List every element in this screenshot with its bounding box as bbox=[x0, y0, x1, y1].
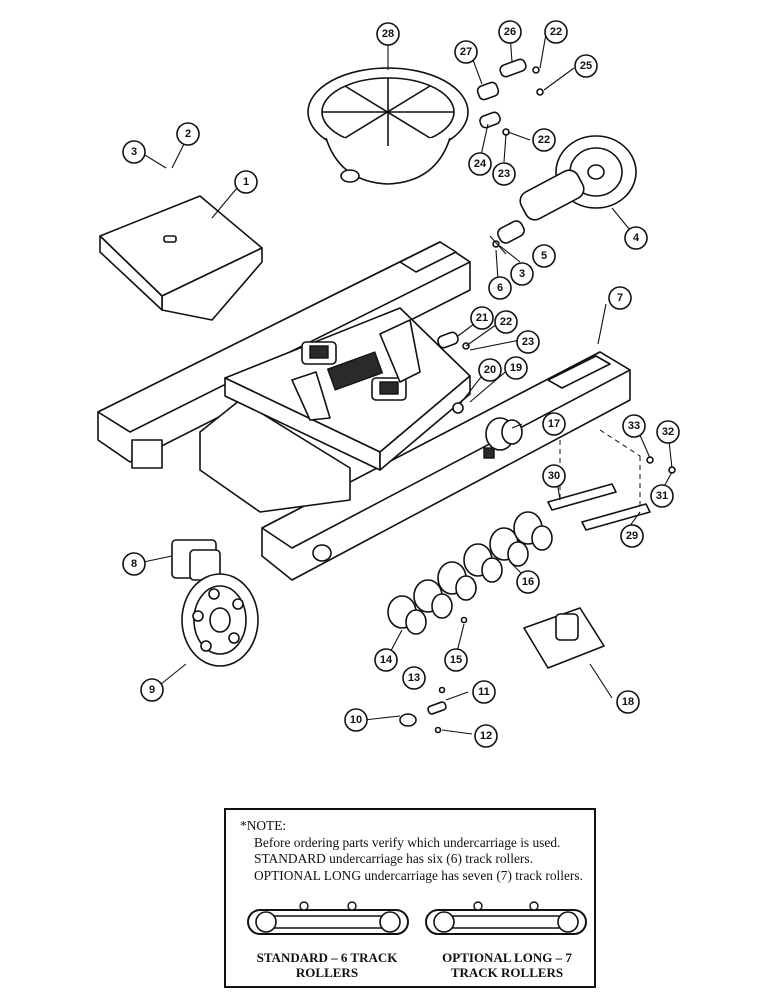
svg-text:21: 21 bbox=[476, 312, 488, 324]
svg-text:23: 23 bbox=[498, 168, 510, 180]
track-rollers bbox=[387, 511, 553, 635]
cover-plate bbox=[99, 195, 263, 321]
callout-29: 29 bbox=[620, 524, 644, 548]
callout-6: 6 bbox=[488, 276, 512, 300]
callout-22c: 22 bbox=[494, 310, 518, 334]
idler-assembly bbox=[497, 135, 637, 244]
svg-text:4: 4 bbox=[633, 232, 640, 244]
callout-1: 1 bbox=[234, 170, 258, 194]
svg-text:8: 8 bbox=[131, 558, 137, 570]
svg-text:5: 5 bbox=[541, 250, 547, 262]
callout-10: 10 bbox=[344, 708, 368, 732]
svg-text:12: 12 bbox=[480, 730, 492, 742]
roller-guards bbox=[547, 429, 676, 531]
callout-33: 33 bbox=[622, 414, 646, 438]
callout-4: 4 bbox=[624, 226, 648, 250]
callout-23b: 23 bbox=[516, 330, 540, 354]
callout-5: 5 bbox=[532, 244, 556, 268]
optional-label-line-2: TRACK ROLLERS bbox=[450, 965, 564, 980]
callout-9: 9 bbox=[140, 678, 164, 702]
svg-text:30: 30 bbox=[548, 470, 560, 482]
callout-8: 8 bbox=[122, 552, 146, 576]
svg-text:29: 29 bbox=[626, 530, 638, 542]
svg-text:28: 28 bbox=[382, 28, 394, 40]
callout-13: 13 bbox=[402, 666, 426, 690]
svg-text:16: 16 bbox=[522, 576, 534, 588]
callout-28: 28 bbox=[376, 22, 400, 46]
callout-22a: 22 bbox=[544, 20, 568, 44]
callout-23a: 23 bbox=[492, 162, 516, 186]
callout-2: 2 bbox=[176, 122, 200, 146]
callout-21: 21 bbox=[470, 306, 494, 330]
link-hardware bbox=[399, 616, 468, 734]
callout-14: 14 bbox=[374, 648, 398, 672]
svg-text:11: 11 bbox=[478, 686, 490, 698]
undercarriage-exploded-diagram: 1 2 3 3 4 5 6 7 8 9 10 11 12 13 14 15 16… bbox=[97, 20, 680, 748]
callout-3: 3 bbox=[122, 140, 146, 164]
standard-label-line-2: ROLLERS bbox=[295, 965, 359, 980]
note-box: *NOTE: Before ordering parts verify whic… bbox=[224, 808, 596, 988]
svg-text:14: 14 bbox=[380, 654, 393, 666]
svg-text:22: 22 bbox=[550, 26, 562, 38]
track-shoe bbox=[523, 607, 605, 669]
svg-text:23: 23 bbox=[522, 336, 534, 348]
svg-text:24: 24 bbox=[474, 158, 487, 170]
svg-text:32: 32 bbox=[662, 426, 674, 438]
svg-text:9: 9 bbox=[149, 684, 155, 696]
callout-12: 12 bbox=[474, 724, 498, 748]
callout-27: 27 bbox=[454, 40, 478, 64]
svg-text:10: 10 bbox=[350, 714, 362, 726]
svg-text:2: 2 bbox=[185, 128, 191, 140]
callout-7: 7 bbox=[608, 286, 632, 310]
note-body: Before ordering parts verify which under… bbox=[254, 834, 583, 883]
drive-sprocket-assembly bbox=[171, 539, 259, 667]
callout-25: 25 bbox=[574, 54, 598, 78]
optional-long-track-icon bbox=[425, 901, 587, 935]
callout-18: 18 bbox=[616, 690, 640, 714]
track-frame-left-rail bbox=[97, 241, 471, 469]
callout-17: 17 bbox=[542, 412, 566, 436]
svg-text:6: 6 bbox=[497, 282, 503, 294]
svg-text:22: 22 bbox=[500, 316, 512, 328]
svg-text:25: 25 bbox=[580, 60, 592, 72]
callout-16: 16 bbox=[516, 570, 540, 594]
callout-32: 32 bbox=[656, 420, 680, 444]
callout-26: 26 bbox=[498, 20, 522, 44]
optional-track-label: OPTIONAL LONG – 7 TRACK ROLLERS bbox=[422, 950, 592, 980]
svg-text:19: 19 bbox=[510, 362, 522, 374]
callout-30: 30 bbox=[542, 464, 566, 488]
svg-text:33: 33 bbox=[628, 420, 640, 432]
svg-text:20: 20 bbox=[484, 364, 496, 376]
pins-and-bushings bbox=[437, 58, 544, 414]
svg-text:27: 27 bbox=[460, 46, 472, 58]
svg-text:18: 18 bbox=[622, 696, 634, 708]
svg-text:7: 7 bbox=[617, 292, 623, 304]
callout-22b: 22 bbox=[532, 128, 556, 152]
callout-20: 20 bbox=[478, 358, 502, 382]
svg-text:3: 3 bbox=[131, 146, 137, 158]
callout-31: 31 bbox=[650, 484, 674, 508]
svg-text:22: 22 bbox=[538, 134, 550, 146]
swing-bearing bbox=[307, 67, 469, 185]
svg-text:17: 17 bbox=[548, 418, 560, 430]
svg-text:31: 31 bbox=[656, 490, 668, 502]
note-text: *NOTE: Before ordering parts verify whic… bbox=[240, 818, 590, 884]
standard-label-line-1: STANDARD – 6 TRACK bbox=[256, 950, 398, 965]
note-title: *NOTE: bbox=[240, 818, 287, 833]
callout-15: 15 bbox=[444, 648, 468, 672]
svg-text:15: 15 bbox=[450, 654, 462, 666]
track-frame-right-rail bbox=[261, 351, 631, 581]
svg-text:1: 1 bbox=[243, 176, 249, 188]
optional-label-line-1: OPTIONAL LONG – 7 bbox=[442, 950, 572, 965]
standard-track-label: STANDARD – 6 TRACK ROLLERS bbox=[242, 950, 412, 980]
callout-19: 19 bbox=[504, 356, 528, 380]
svg-text:3: 3 bbox=[519, 268, 525, 280]
center-frame bbox=[199, 307, 495, 513]
callout-3b: 3 bbox=[510, 262, 534, 286]
svg-text:13: 13 bbox=[408, 672, 420, 684]
svg-text:26: 26 bbox=[504, 26, 516, 38]
callout-24: 24 bbox=[468, 152, 492, 176]
standard-track-icon bbox=[247, 901, 409, 935]
callout-11: 11 bbox=[472, 680, 496, 704]
